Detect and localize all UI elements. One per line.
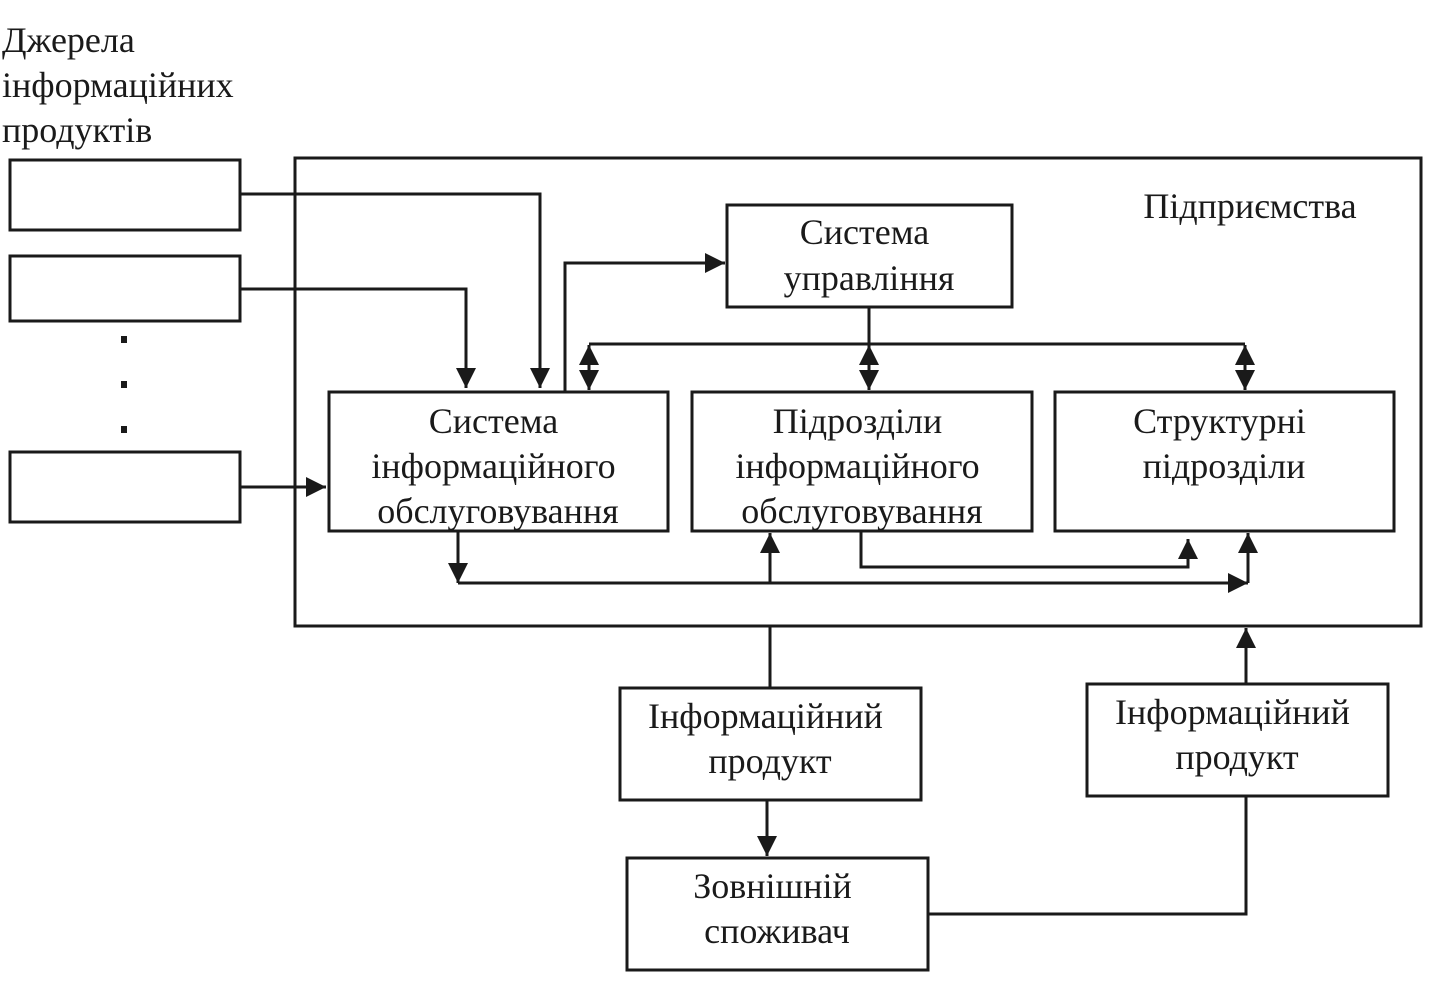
info-service-units-line-2: інформаційного — [735, 446, 979, 486]
external-consumer-line-1: Зовнішній — [693, 866, 852, 906]
source-2-to-info-service-arrow — [240, 287, 476, 388]
external-consumer-label: Зовнішній споживач — [693, 866, 861, 951]
info-service-units-line-3: обслуговування — [741, 491, 983, 531]
structural-units-label: Структурні підрозділи — [1133, 401, 1315, 486]
info-product-out-label: Інформаційний продукт — [648, 696, 892, 781]
structural-units-box — [1053, 390, 1396, 533]
structural-units-line-2: підрозділи — [1143, 446, 1306, 486]
info-product-out-box — [618, 686, 923, 802]
sources-title-line-1: Джерела — [2, 20, 135, 60]
info-product-in-box — [1085, 682, 1390, 798]
info-product-out-line-2: продукт — [708, 741, 832, 781]
source-box-2 — [8, 254, 242, 323]
info-service-system-line-2: інформаційного — [371, 446, 615, 486]
info-product-in-label: Інформаційний продукт — [1115, 692, 1359, 777]
ellipsis-dot-1 — [121, 336, 127, 343]
source-box-n — [8, 450, 242, 524]
info-service-system-label: Система інформаційного обслуговування — [371, 401, 624, 531]
info-product-out-line-1: Інформаційний — [648, 696, 883, 736]
management-system-line-1: Система — [800, 212, 930, 252]
ellipsis-dot-3 — [121, 426, 127, 433]
enterprise-label: Підприємства — [1143, 186, 1356, 226]
structural-units-line-1: Структурні — [1133, 401, 1306, 441]
info-service-units-label: Підрозділи інформаційного обслуговування — [735, 401, 988, 531]
source-1-to-info-service-arrow — [240, 192, 550, 388]
source-box-1 — [8, 158, 242, 232]
sources-title: Джерела інформаційних продуктів — [2, 20, 243, 150]
enterprise-boundary — [293, 156, 1423, 628]
info-service-units-box — [690, 390, 1034, 533]
consumer-to-info-product-line — [928, 796, 1248, 916]
external-consumer-box — [625, 856, 930, 972]
sources-title-line-3: продуктів — [2, 110, 152, 150]
management-system-label: Система управління — [784, 212, 955, 298]
units-to-structural-arrow — [859, 531, 1198, 569]
ellipsis-dot-2 — [121, 381, 127, 388]
info-service-system-box — [327, 390, 670, 533]
info-service-system-line-1: Система — [429, 401, 559, 441]
info-service-to-management-arrow — [563, 253, 725, 392]
info-service-units-line-1: Підрозділи — [773, 401, 942, 441]
management-bus-line — [589, 307, 1245, 346]
management-system-line-2: управління — [784, 258, 955, 298]
external-consumer-line-2: споживач — [704, 911, 850, 951]
info-service-system-line-3: обслуговування — [377, 491, 619, 531]
info-product-in-line-2: продукт — [1175, 737, 1299, 777]
sources-title-line-2: інформаційних — [2, 65, 234, 105]
info-product-in-line-1: Інформаційний — [1115, 692, 1350, 732]
